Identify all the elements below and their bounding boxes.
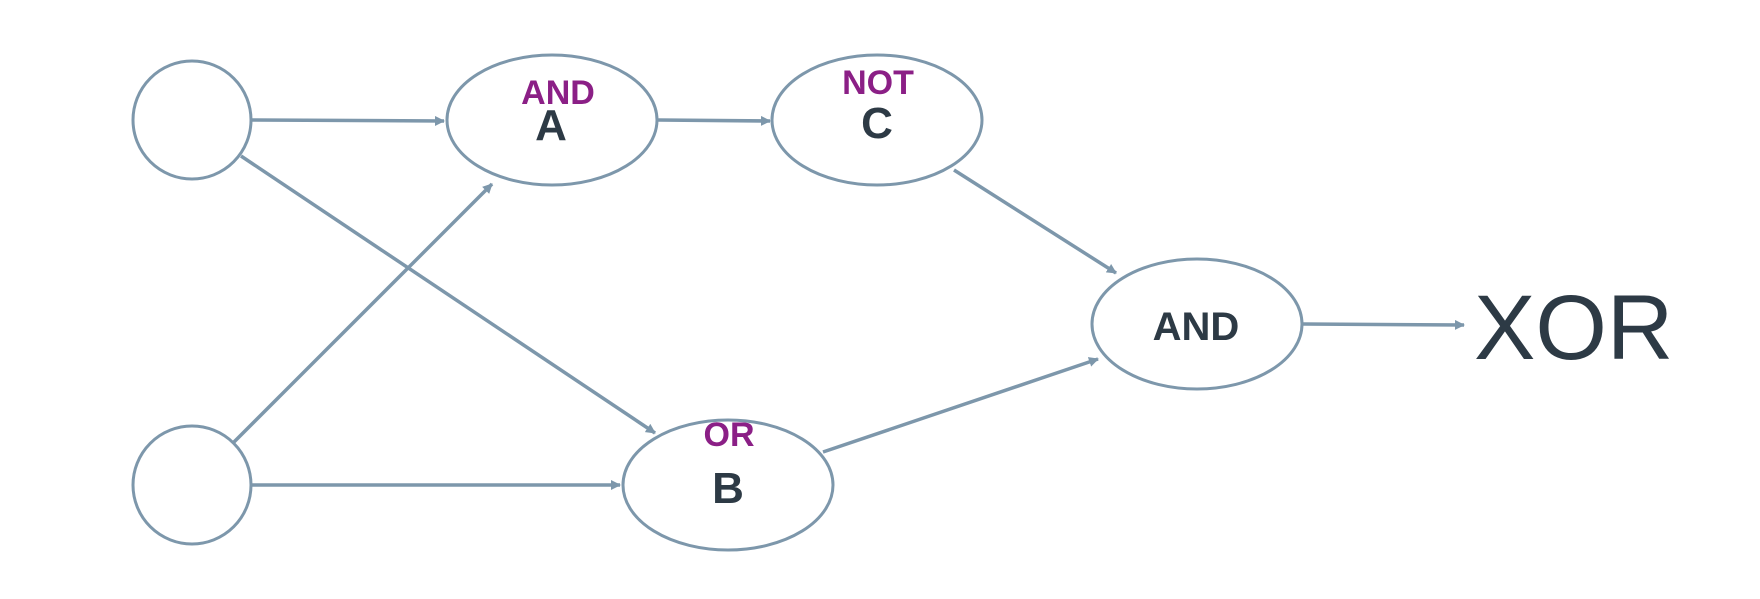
- input-node-1: [131, 59, 253, 181]
- edge-a-to-c: [657, 115, 771, 126]
- node-c-gate-label: NOT: [842, 64, 914, 102]
- node-and-label: AND: [1153, 305, 1240, 349]
- node-b: B OR: [621, 416, 835, 552]
- node-c-ellipse: [770, 53, 984, 187]
- edge-input1-to-b: [240, 154, 656, 435]
- node-and-ellipse: [1090, 257, 1304, 391]
- node-b-gate-label: OR: [704, 416, 755, 454]
- node-a-ellipse: [445, 53, 659, 187]
- node-b-ellipse: [621, 418, 835, 552]
- edges: [229, 115, 1465, 490]
- edge-and-to-xor: [1302, 319, 1465, 330]
- node-and: AND: [1090, 257, 1304, 391]
- node-a-label: A: [535, 101, 567, 150]
- node-a: A AND: [445, 53, 659, 187]
- edge-input1-to-a: [250, 115, 445, 126]
- input-node-2: [131, 424, 253, 546]
- node-b-label: B: [712, 464, 744, 513]
- output-label: XOR: [1474, 277, 1673, 379]
- edge-c-to-and: [953, 168, 1117, 275]
- node-a-gate-label: AND: [521, 74, 595, 112]
- edge-input2-to-a: [229, 182, 494, 447]
- edge-b-to-and: [822, 357, 1099, 454]
- node-c: C NOT: [770, 53, 984, 187]
- node-c-label: C: [861, 99, 893, 148]
